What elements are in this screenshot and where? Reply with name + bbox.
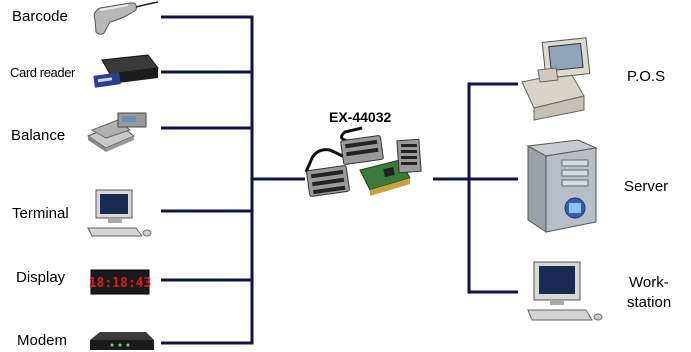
pos-label: P.O.S	[627, 68, 666, 85]
connection-lines	[161, 15, 518, 345]
modem-label: Modem	[17, 332, 68, 349]
card-reader-label: Card reader	[10, 65, 75, 80]
balance-label: Balance	[11, 127, 66, 144]
workstation-icon	[527, 261, 603, 321]
pos-terminal-icon	[521, 37, 591, 121]
led-display-icon: 18:18:43	[89, 269, 152, 295]
server-tower-icon	[526, 139, 598, 233]
card-title: EX-44032	[329, 109, 392, 125]
terminal-icon	[87, 189, 152, 237]
card-reader-icon	[93, 54, 159, 88]
display-label: Display	[16, 269, 66, 286]
modem-icon	[90, 332, 154, 350]
balance-scale-icon	[86, 112, 147, 152]
led-readout: 18:18:43	[89, 276, 152, 291]
workstation-label-line1: Work-	[629, 274, 669, 291]
workstation-label-line2: station	[627, 294, 672, 311]
barcode-label: Barcode	[12, 8, 68, 25]
server-label: Server	[624, 178, 669, 195]
barcode-scanner-icon	[93, 1, 159, 35]
terminal-label: Terminal	[12, 205, 69, 222]
ex44032-card-icon	[304, 126, 422, 197]
